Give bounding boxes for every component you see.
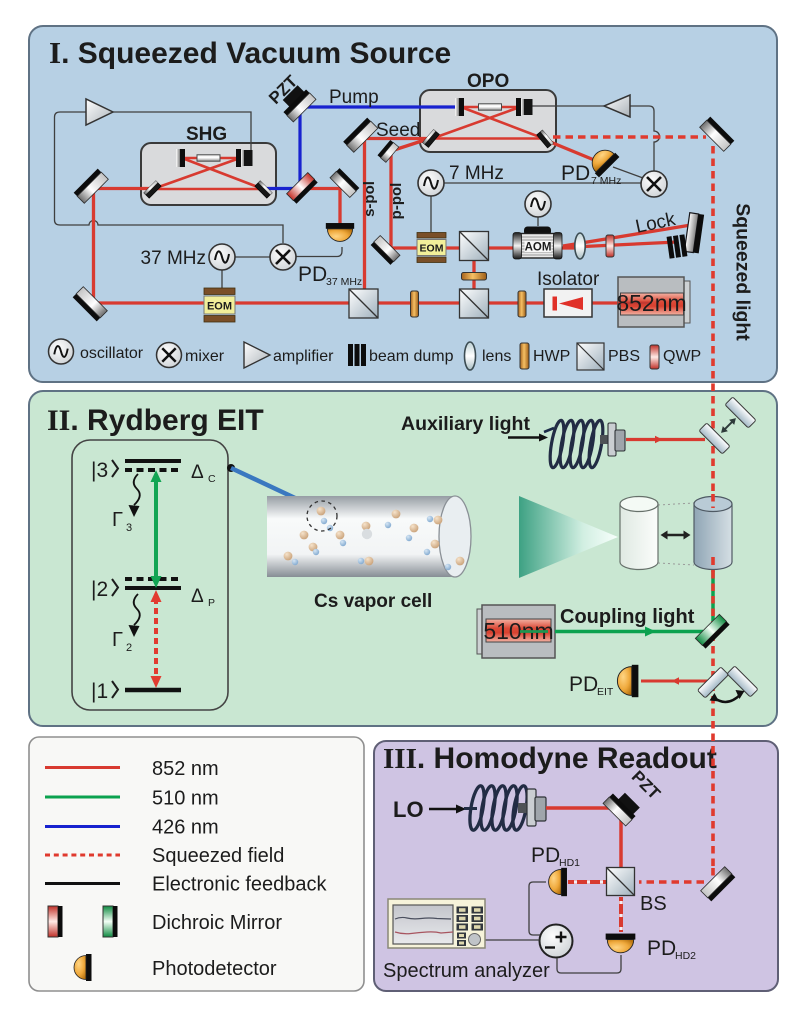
svg-text:EOM: EOM: [207, 301, 232, 313]
svg-text:HWP: HWP: [533, 348, 570, 365]
svg-text:III. Homodyne Readout: III. Homodyne Readout: [383, 742, 717, 775]
svg-text:7 MHz: 7 MHz: [449, 163, 504, 184]
svg-text:37 MHz: 37 MHz: [326, 276, 362, 288]
svg-text:|2: |2: [91, 578, 108, 601]
svg-text:BS: BS: [640, 893, 667, 915]
svg-text:amplifier: amplifier: [273, 348, 334, 365]
svg-text:|3: |3: [91, 459, 108, 482]
svg-text:852 nm: 852 nm: [152, 758, 219, 780]
svg-text:mixer: mixer: [185, 348, 225, 365]
svg-text:EIT: EIT: [597, 686, 614, 698]
svg-text:Auxiliary light: Auxiliary light: [401, 413, 530, 435]
svg-text:s-pol: s-pol: [361, 181, 378, 217]
svg-text:I. Squeezed Vacuum Source: I. Squeezed Vacuum Source: [49, 35, 451, 70]
svg-text:OPO: OPO: [467, 71, 509, 92]
svg-text:HD1: HD1: [559, 857, 580, 869]
svg-text:852nm: 852nm: [616, 290, 686, 316]
svg-text:p-pol: p-pol: [388, 183, 405, 220]
svg-text:lens: lens: [482, 348, 511, 365]
svg-text:PD: PD: [561, 162, 590, 185]
svg-text:Electronic feedback: Electronic feedback: [152, 874, 328, 896]
svg-text:Squeezed light: Squeezed light: [732, 203, 754, 341]
svg-text:Photodetector: Photodetector: [152, 958, 277, 980]
svg-text:PD: PD: [569, 673, 598, 696]
svg-text:beam dump: beam dump: [369, 348, 454, 365]
svg-text:Seed: Seed: [376, 120, 420, 141]
svg-text:7 MHz: 7 MHz: [591, 175, 621, 187]
svg-text:SHG: SHG: [186, 124, 227, 145]
svg-text:C: C: [208, 473, 216, 485]
svg-text:37 MHz: 37 MHz: [141, 248, 206, 269]
svg-text:PD: PD: [298, 263, 327, 286]
svg-text:EOM: EOM: [420, 243, 444, 255]
svg-text:LO: LO: [393, 797, 424, 822]
svg-text:Squeezed field: Squeezed field: [152, 845, 284, 867]
svg-text:Cs vapor cell: Cs vapor cell: [314, 591, 432, 612]
svg-text:Spectrum analyzer: Spectrum analyzer: [383, 960, 550, 982]
svg-text:oscillator: oscillator: [80, 345, 144, 362]
svg-text:Γ: Γ: [112, 629, 123, 651]
svg-text:PBS: PBS: [608, 348, 640, 365]
svg-text:Isolator: Isolator: [537, 269, 600, 290]
svg-text:Δ: Δ: [191, 586, 204, 607]
svg-text:Δ: Δ: [191, 462, 204, 483]
svg-text:426 nm: 426 nm: [152, 817, 219, 839]
svg-text:|1: |1: [91, 680, 108, 703]
svg-text:2: 2: [126, 642, 132, 654]
svg-text:Dichroic Mirror: Dichroic Mirror: [152, 912, 282, 934]
svg-text:PD: PD: [647, 937, 676, 960]
svg-text:3: 3: [126, 522, 132, 534]
svg-text:Coupling light: Coupling light: [560, 606, 695, 628]
svg-text:Γ: Γ: [112, 509, 123, 531]
svg-text:HD2: HD2: [675, 950, 696, 962]
svg-text:Pump: Pump: [329, 87, 379, 108]
svg-text:QWP: QWP: [663, 348, 701, 365]
svg-text:510 nm: 510 nm: [152, 788, 219, 810]
svg-text:PD: PD: [531, 844, 560, 867]
svg-text:AOM: AOM: [525, 242, 552, 254]
svg-text:II. Rydberg EIT: II. Rydberg EIT: [47, 404, 264, 437]
svg-text:P: P: [208, 597, 215, 609]
